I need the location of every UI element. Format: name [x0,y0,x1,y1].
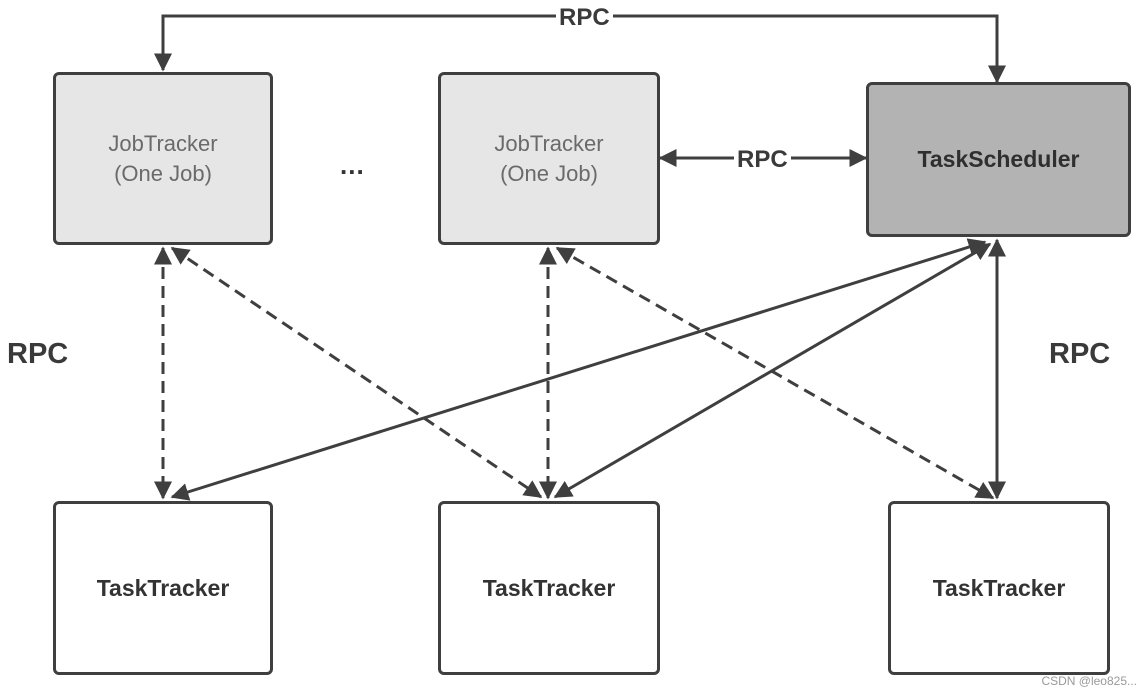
jobtracker-node-1: JobTracker (One Job) [53,72,273,245]
tasktracker-node-2: TaskTracker [438,501,660,675]
jobtracker-node-2: JobTracker (One Job) [438,72,660,245]
jt1-tt2-dashed [170,246,543,499]
tasktracker-node-1: TaskTracker [53,501,273,675]
scheduler-tt2-connector [553,242,992,499]
jobtracker-1-subtitle: (One Job) [114,160,212,186]
scheduler-tt1-connector [170,238,987,501]
jobtracker-2-title: JobTracker [494,130,604,156]
rpc-label-top: RPC [556,4,613,32]
tasktracker-2-label: TaskTracker [482,574,616,601]
more-jobtrackers-ellipsis: ... [340,150,365,180]
rpc-label-right: RPC [1049,338,1111,370]
jt2-tt3-dashed [555,246,995,500]
tasktracker-1-label: TaskTracker [96,574,230,601]
jobtracker-1-title: JobTracker [108,130,218,156]
rpc-label-middle: RPC [734,146,791,174]
taskscheduler-label: TaskScheduler [917,146,1080,172]
tasktracker-3-label: TaskTracker [932,574,1066,601]
rpc-label-left: RPC [7,338,69,370]
taskscheduler-node: TaskScheduler [866,82,1131,237]
tasktracker-node-3: TaskTracker [888,501,1110,675]
jobtracker-2-subtitle: (One Job) [500,160,598,186]
watermark: CSDN @leo825... [1041,674,1137,688]
